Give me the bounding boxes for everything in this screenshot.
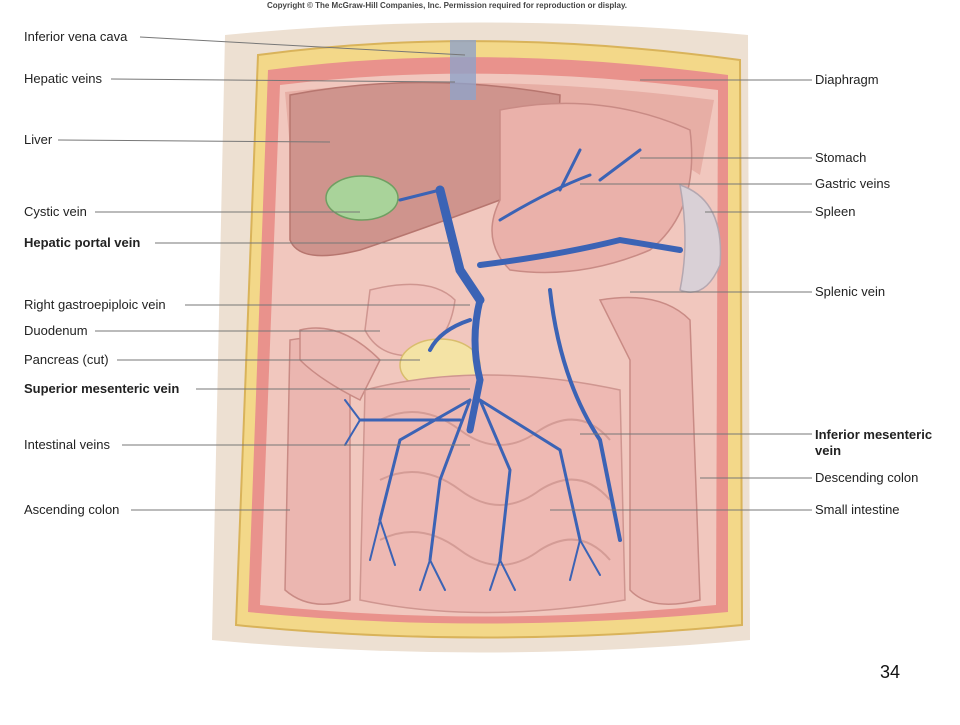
inferior-vena-cava <box>450 40 476 100</box>
label-spleen: Spleen <box>815 204 856 219</box>
label-inferior-mesenteric-vein-line2: vein <box>815 443 842 458</box>
gallbladder <box>325 175 399 221</box>
intestinal-vein-twigs <box>344 399 601 591</box>
label-liver: Liver <box>24 132 53 147</box>
label-pancreas: Pancreas (cut) <box>24 352 109 367</box>
splenic-vein <box>477 236 683 268</box>
label-diaphragm: Diaphragm <box>815 72 879 87</box>
label-splenic-vein: Splenic vein <box>815 284 886 299</box>
transverse-colon-stub <box>299 327 381 402</box>
cystic-vein <box>398 188 442 202</box>
label-descending-colon: Descending colon <box>815 470 919 485</box>
intestinal-vein-branches <box>358 398 582 562</box>
label-duodenum: Duodenum <box>24 323 88 338</box>
label-intestinal-veins: Intestinal veins <box>24 437 110 452</box>
page-number: 34 <box>880 662 901 682</box>
label-cystic-vein: Cystic vein <box>24 204 87 219</box>
label-stomach: Stomach <box>815 150 867 165</box>
gastric-vein <box>498 148 642 222</box>
copyright-notice: Copyright © The McGraw-Hill Companies, I… <box>267 1 628 10</box>
leader-lines <box>57 36 812 511</box>
label-small-intestine: Small intestine <box>815 502 900 517</box>
label-hepatic-veins: Hepatic veins <box>24 71 103 86</box>
superior-mesenteric-vein <box>466 296 484 434</box>
right-gastroepiploic-vein <box>428 318 472 352</box>
label-superior-mesenteric-vein: Superior mesenteric vein <box>24 381 180 396</box>
label-inferior-mesenteric-vein-line1: Inferior mesenteric <box>815 427 933 442</box>
label-hepatic-portal-vein: Hepatic portal vein <box>24 235 141 250</box>
descending-colon <box>598 296 701 605</box>
label-inferior-vena-cava: Inferior vena cava <box>24 29 128 44</box>
label-ascending-colon: Ascending colon <box>24 502 120 517</box>
small-intestine <box>359 374 626 614</box>
portal-venous-system <box>344 148 683 591</box>
label-right-gastroepiploic-vein: Right gastroepiploic vein <box>24 297 166 312</box>
hepatic-portal-vein <box>435 185 485 305</box>
label-gastric-veins: Gastric veins <box>815 176 891 191</box>
